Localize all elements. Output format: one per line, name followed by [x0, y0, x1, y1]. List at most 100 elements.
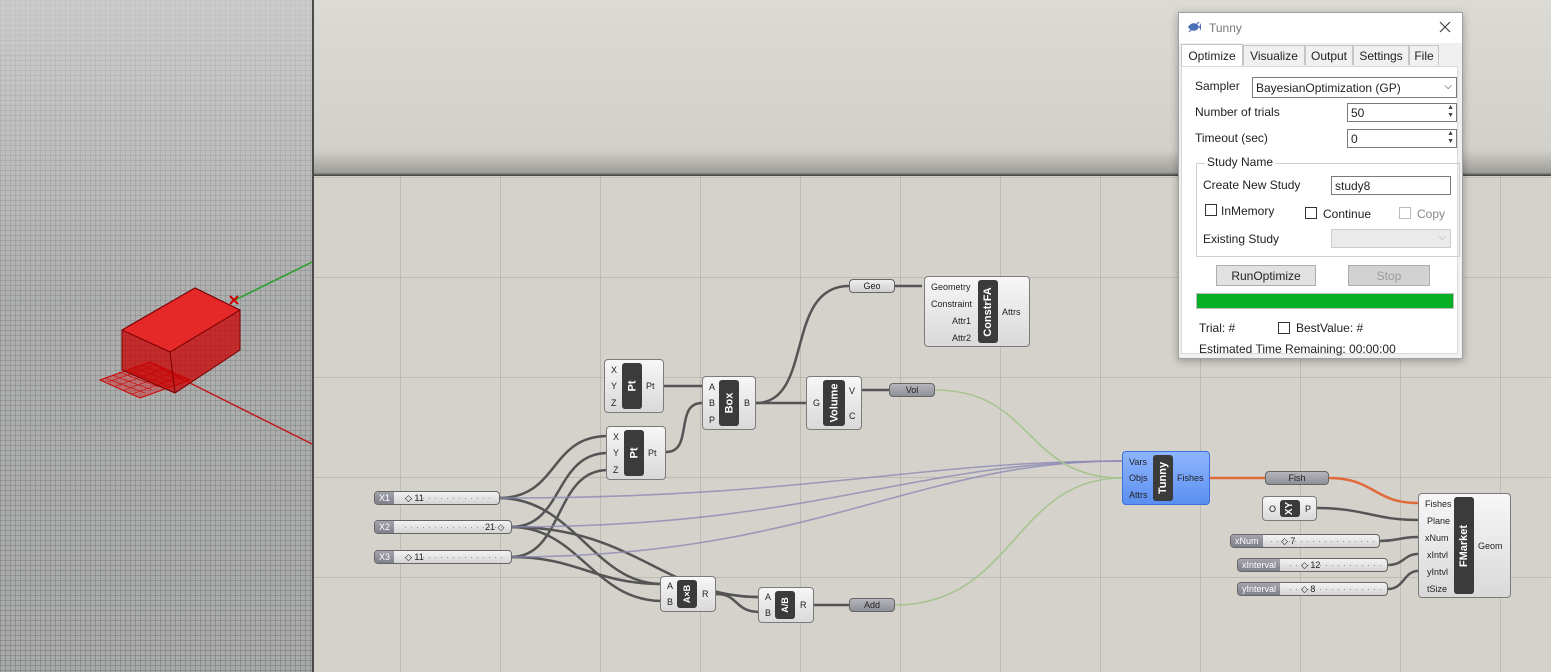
- pt-component-1[interactable]: X Y Z Pt Pt: [604, 359, 664, 413]
- volume-core: Volume: [823, 380, 845, 426]
- optimize-panel: Sampler BayesianOptimization (GP) ⌵ Numb…: [1181, 66, 1460, 356]
- existing-study-select[interactable]: ⌵: [1331, 229, 1451, 248]
- trials-label: Number of trials: [1195, 105, 1280, 119]
- slider-label: xNum: [1231, 535, 1263, 547]
- slider-xinterval[interactable]: xInterval ◇ 12: [1237, 558, 1388, 572]
- pin-geom: Geom: [1478, 541, 1503, 551]
- fish-param[interactable]: Fish: [1265, 471, 1329, 485]
- tunny-component[interactable]: Vars Objs Attrs Tunny Fishes: [1122, 451, 1210, 505]
- close-icon[interactable]: [1438, 20, 1452, 34]
- pin-c: C: [849, 411, 856, 421]
- timeout-stepper[interactable]: 0 ▲▼: [1347, 129, 1457, 148]
- pin-r: R: [800, 600, 807, 610]
- slider-value: ◇ 12: [1301, 560, 1321, 570]
- wires-layer: [498, 284, 1419, 614]
- pin-p: P: [709, 415, 716, 425]
- trial-label: Trial: #: [1199, 321, 1236, 335]
- progress-bar: [1196, 293, 1454, 309]
- slider-yinterval[interactable]: yInterval ◇ 8: [1237, 582, 1388, 596]
- pin-attr1: Attr1: [952, 316, 972, 326]
- pin-g: G: [813, 398, 821, 408]
- wire-vol-objs: [934, 389, 1123, 479]
- tab-settings[interactable]: Settings: [1353, 45, 1409, 65]
- tunny-window[interactable]: Tunny Optimize Visualize Output Settings…: [1178, 12, 1463, 359]
- create-study-label: Create New Study: [1203, 178, 1301, 192]
- pin-attrs: Attrs: [1129, 490, 1148, 500]
- vol-param[interactable]: Vol: [889, 383, 935, 397]
- tab-visualize[interactable]: Visualize: [1243, 45, 1305, 65]
- wire-x1-vars: [498, 460, 1123, 499]
- run-optimize-button[interactable]: RunOptimize: [1216, 265, 1316, 286]
- fmarket-component[interactable]: Fishes Plane xNum xIntvl yIntvl tSize FM…: [1418, 493, 1511, 598]
- divide-core: A/B: [775, 591, 795, 619]
- inmemory-label: InMemory: [1221, 204, 1275, 218]
- stop-button[interactable]: Stop: [1348, 265, 1430, 286]
- box-component[interactable]: A B P Box B: [702, 376, 756, 430]
- pin-x: X: [613, 432, 620, 442]
- fmarket-core: FMarket: [1454, 497, 1474, 594]
- bestvalue-checkbox[interactable]: [1278, 322, 1290, 334]
- tunny-tabs: Optimize Visualize Output Settings File: [1181, 44, 1460, 67]
- rhino-viewport[interactable]: [0, 0, 312, 672]
- slider-value: ◇ 11: [405, 552, 424, 562]
- pin-z: Z: [613, 465, 619, 475]
- inmemory-checkbox[interactable]: [1205, 204, 1217, 216]
- slider-value: 21 ◇: [485, 522, 505, 532]
- slider-label: X2: [375, 521, 395, 533]
- spin-arrows-icon[interactable]: ▲▼: [1447, 130, 1454, 145]
- wire-xnum: [1379, 535, 1419, 543]
- wire-box-geo: [755, 284, 850, 405]
- xy-plane-component[interactable]: O XY P: [1262, 496, 1317, 521]
- copy-checkbox[interactable]: [1399, 207, 1411, 219]
- continue-label: Continue: [1323, 207, 1372, 221]
- wire-x3-pt2z: [510, 468, 609, 559]
- pt-core: Pt: [622, 363, 642, 409]
- pin-y: Y: [611, 381, 618, 391]
- sampler-select[interactable]: BayesianOptimization (GP) ⌵: [1252, 77, 1457, 98]
- wire-add-objs: [894, 477, 1123, 606]
- continue-checkbox[interactable]: [1305, 207, 1317, 219]
- pin-geometry: Geometry: [931, 282, 971, 292]
- pin-b-out: B: [744, 398, 751, 408]
- multiply-component[interactable]: A B A×B R: [660, 576, 716, 612]
- wire-mult-diva: [715, 592, 761, 599]
- add-param[interactable]: Add: [849, 598, 895, 612]
- tab-output[interactable]: Output: [1305, 45, 1353, 65]
- box-core: Box: [719, 380, 739, 426]
- trials-stepper[interactable]: 50 ▲▼: [1347, 103, 1457, 122]
- slider-label: X3: [375, 551, 395, 563]
- pin-objs: Objs: [1129, 473, 1148, 483]
- red-box: [120, 287, 242, 394]
- pin-pt-out: Pt: [646, 381, 655, 391]
- tab-file[interactable]: File: [1409, 45, 1439, 65]
- viewport-scene: [98, 261, 312, 445]
- tunny-titlebar[interactable]: Tunny: [1179, 13, 1462, 43]
- viewport-divider[interactable]: [312, 0, 314, 672]
- slider-x2[interactable]: X2 21 ◇: [374, 520, 512, 534]
- pt-component-2[interactable]: X Y Z Pt Pt: [606, 426, 666, 480]
- volume-component[interactable]: G Volume V C: [806, 376, 862, 430]
- pin-plane: Plane: [1427, 516, 1451, 526]
- study-name-input[interactable]: study8: [1331, 176, 1451, 195]
- study-group-label: Study Name: [1205, 155, 1276, 169]
- tab-optimize[interactable]: Optimize: [1181, 44, 1243, 66]
- chevron-down-icon: ⌵: [1444, 81, 1452, 92]
- pin-x: X: [611, 365, 618, 375]
- wire-yinterval: [1387, 569, 1419, 591]
- pin-a: A: [709, 382, 716, 392]
- pin-a: A: [765, 592, 772, 602]
- slider-x3[interactable]: X3 ◇ 11: [374, 550, 512, 564]
- geo-param[interactable]: Geo: [849, 279, 895, 293]
- pin-v: V: [849, 386, 856, 396]
- wire-x2-pt2y: [510, 451, 609, 529]
- spin-arrows-icon[interactable]: ▲▼: [1447, 104, 1454, 119]
- wire-x3-multa: [510, 555, 663, 586]
- slider-x1[interactable]: X1 ◇ 11: [374, 491, 500, 505]
- slider-xnum[interactable]: xNum ◇ 7: [1230, 534, 1380, 548]
- divide-component[interactable]: A B A/B R: [758, 587, 814, 623]
- slider-value: ◇ 7: [1281, 536, 1296, 546]
- pin-pt-out: Pt: [648, 448, 657, 458]
- constrfa-component[interactable]: Geometry Constraint Attr1 Attr2 ConstrFA…: [924, 276, 1030, 347]
- pin-p: P: [1305, 504, 1312, 514]
- pin-attr2: Attr2: [952, 333, 972, 343]
